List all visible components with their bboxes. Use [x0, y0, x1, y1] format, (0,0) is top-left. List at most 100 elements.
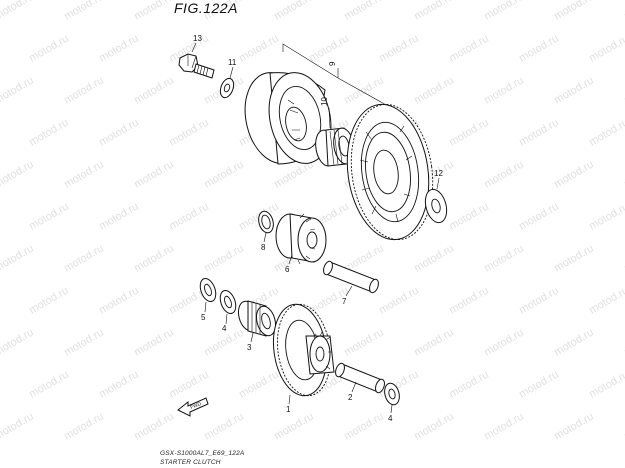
callout-1: 1: [286, 405, 291, 414]
watermark-text: motod.ru: [377, 284, 421, 316]
watermark-text: motod.ru: [412, 74, 456, 106]
watermark-text: motod.ru: [62, 0, 106, 23]
watermark-text: motod.ru: [482, 158, 526, 190]
watermark-text: motod.ru: [132, 326, 176, 358]
watermark-text: motod.ru: [552, 242, 596, 274]
part-1-starter-gear: [272, 303, 335, 405]
callout-12: 12: [434, 169, 443, 178]
watermark-text: motod.ru: [517, 32, 561, 64]
callout-4-lower: 4: [388, 414, 393, 423]
callout-13: 13: [193, 34, 202, 43]
watermark-text: motod.ru: [482, 0, 526, 23]
watermark-text: motod.ru: [27, 200, 71, 232]
watermark-text: motod.ru: [587, 200, 625, 232]
watermark-text: motod.ru: [412, 242, 456, 274]
watermark-text: motod.ru: [272, 0, 316, 23]
watermark-text: motod.ru: [62, 74, 106, 106]
watermark-text: motod.ru: [552, 0, 596, 23]
watermark-text: motod.ru: [0, 0, 36, 23]
part-6-idle-gear: [275, 213, 327, 265]
part-11-washer: [219, 66, 235, 99]
watermark-text: motod.ru: [62, 410, 106, 442]
watermark-text: motod.ru: [132, 410, 176, 442]
watermark-text: motod.ru: [552, 410, 596, 442]
watermark-text: motod.ru: [0, 242, 36, 274]
watermark-text: motod.ru: [27, 116, 71, 148]
watermark-text: motod.ru: [517, 284, 561, 316]
watermark-text: motod.ru: [517, 116, 561, 148]
watermark-text: motod.ru: [62, 242, 106, 274]
watermark-text: motod.ru: [97, 200, 141, 232]
part-7-shaft: [323, 260, 379, 297]
watermark-text: motod.ru: [412, 0, 456, 23]
watermark-text: motod.ru: [587, 284, 625, 316]
starter-driven-gear: [346, 103, 434, 241]
watermark-text: motod.ru: [482, 74, 526, 106]
callout-6: 6: [285, 265, 290, 274]
watermark-text: motod.ru: [0, 74, 36, 106]
part-8-ring: [258, 210, 274, 243]
part-13-bolt: [178, 42, 215, 79]
watermark-text: motod.ru: [342, 410, 386, 442]
watermark-text: motod.ru: [377, 32, 421, 64]
watermark-text: motod.ru: [167, 368, 211, 400]
watermark-text: motod.ru: [552, 74, 596, 106]
watermark-text: motod.ru: [342, 0, 386, 23]
watermark-text: motod.ru: [27, 32, 71, 64]
watermark-text: motod.ru: [62, 326, 106, 358]
callout-5: 5: [201, 313, 206, 322]
watermark-text: motod.ru: [202, 242, 246, 274]
callout-4-upper: 4: [222, 324, 227, 333]
section-caption: STARTER CLUTCH: [160, 459, 221, 466]
watermark-text: motod.ru: [132, 242, 176, 274]
front-arrow-label: FWD: [190, 401, 203, 411]
watermark-text: motod.ru: [517, 368, 561, 400]
watermark-text: motod.ru: [27, 284, 71, 316]
part-2-shaft: [335, 362, 385, 394]
watermark-text: motod.ru: [307, 32, 351, 64]
watermark-text: motod.ru: [0, 326, 36, 358]
callout-11: 11: [228, 58, 237, 67]
callout-9: 9: [328, 61, 337, 66]
watermark-text: motod.ru: [552, 326, 596, 358]
part-12-washer: [424, 177, 448, 224]
watermark-text: motod.ru: [587, 116, 625, 148]
watermark-text: motod.ru: [167, 116, 211, 148]
callout-8: 8: [261, 243, 266, 252]
part-4-washer-upper: [219, 289, 237, 325]
callout-labels: 13 11 9 10 12 8 6 7 5 4 3 1 2 4: [193, 34, 443, 423]
watermark-text: motod.ru: [447, 284, 491, 316]
watermark-text: motod.ru: [587, 32, 625, 64]
watermark-text: motod.ru: [622, 0, 625, 23]
part-4-washer-lower: [384, 382, 400, 414]
callout-2: 2: [348, 393, 353, 402]
watermark-text: motod.ru: [0, 410, 36, 442]
watermark-text: motod.ru: [447, 32, 491, 64]
watermark-text: motod.ru: [272, 410, 316, 442]
watermark-text: motod.ru: [447, 116, 491, 148]
watermark-text: motod.ru: [237, 32, 281, 64]
watermark-text: motod.ru: [132, 74, 176, 106]
part-5-washer: [199, 277, 217, 313]
watermark-text: motod.ru: [237, 368, 281, 400]
watermark-text: motod.ru: [27, 368, 71, 400]
watermark-text: motod.ru: [97, 32, 141, 64]
callout-7: 7: [342, 297, 347, 306]
watermark-text: motod.ru: [482, 410, 526, 442]
front-direction-arrow: FWD: [177, 397, 209, 417]
watermark-text: motod.ru: [202, 410, 246, 442]
watermark-text: motod.ru: [447, 368, 491, 400]
callout-3: 3: [247, 343, 252, 352]
watermark-text: motod.ru: [587, 368, 625, 400]
watermark-text: motod.ru: [342, 74, 386, 106]
watermark-text: motod.ru: [97, 284, 141, 316]
watermark-text: motod.ru: [132, 0, 176, 23]
part-10-needle-bearing: [315, 107, 355, 167]
watermark-text: motod.ru: [97, 116, 141, 148]
watermark-text: motod.ru: [97, 368, 141, 400]
watermark-text: motod.ru: [447, 200, 491, 232]
callout-10: 10: [320, 97, 329, 106]
watermark-text: motod.ru: [412, 410, 456, 442]
figure-title: FIG.122A: [174, 0, 238, 16]
